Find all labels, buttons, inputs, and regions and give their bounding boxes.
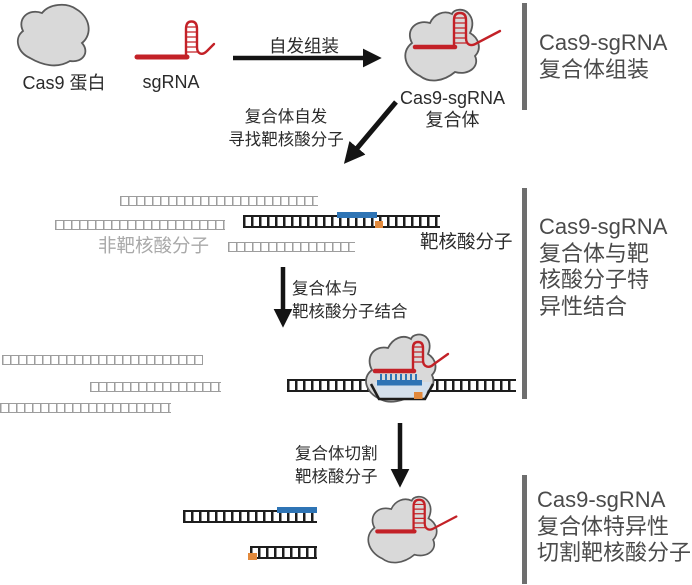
cleaving-complex-icon — [368, 497, 456, 563]
cas9-protein-label: Cas9 蛋白 — [22, 73, 106, 93]
stage-bracket-3 — [522, 475, 527, 584]
stage-bracket-1 — [522, 3, 527, 110]
bind-step-label: 复合体与 靶核酸分子结合 — [292, 280, 408, 321]
cas9-sgrna-complex-icon — [405, 10, 500, 81]
target-dna-label: 靶核酸分子 — [420, 231, 513, 252]
cut-fragment-blue-end — [277, 507, 317, 513]
non-target-dna-label: 非靶核酸分子 — [98, 235, 210, 256]
cas9-protein-icon — [16, 3, 90, 67]
target-dna-pam-orange — [375, 221, 383, 228]
sgrna-label: sgRNA — [142, 72, 200, 92]
bound-complex-icon — [365, 333, 450, 403]
non-target-dna-6 — [0, 403, 171, 413]
non-target-dna-5 — [90, 382, 221, 392]
sgrna-icon — [134, 20, 216, 60]
search-arrow — [343, 100, 398, 164]
stage-2-label: Cas9-sgRNA 复合体与靶 核酸分子特 异性结合 — [539, 214, 668, 319]
cut-step-label: 复合体切割 靶核酸分子 — [295, 445, 378, 486]
non-target-dna-2 — [55, 220, 225, 230]
cut-dna-fragment-2 — [250, 546, 317, 559]
cut-dna-fragment-1 — [183, 510, 317, 523]
target-dna-protospacer-blue — [337, 212, 377, 218]
non-target-dna-1 — [120, 196, 318, 206]
stage-bracket-2 — [522, 188, 527, 399]
search-step-label: 复合体自发 寻找靶核酸分子 — [228, 108, 344, 149]
bound-dna-right — [428, 379, 516, 392]
stage-3-label: Cas9-sgRNA 复合体特异性 切割靶核酸分子 — [537, 487, 692, 565]
stage-1-label: Cas9-sgRNA 复合体组装 — [539, 30, 668, 82]
non-target-dna-4 — [2, 355, 203, 365]
assembly-step-label: 自发组装 — [269, 36, 339, 56]
bound-dna-left — [287, 379, 375, 392]
complex-label: Cas9-sgRNA 复合体 — [400, 88, 506, 130]
cut-fragment-pam-orange — [248, 552, 257, 560]
non-target-dna-3 — [228, 242, 355, 252]
